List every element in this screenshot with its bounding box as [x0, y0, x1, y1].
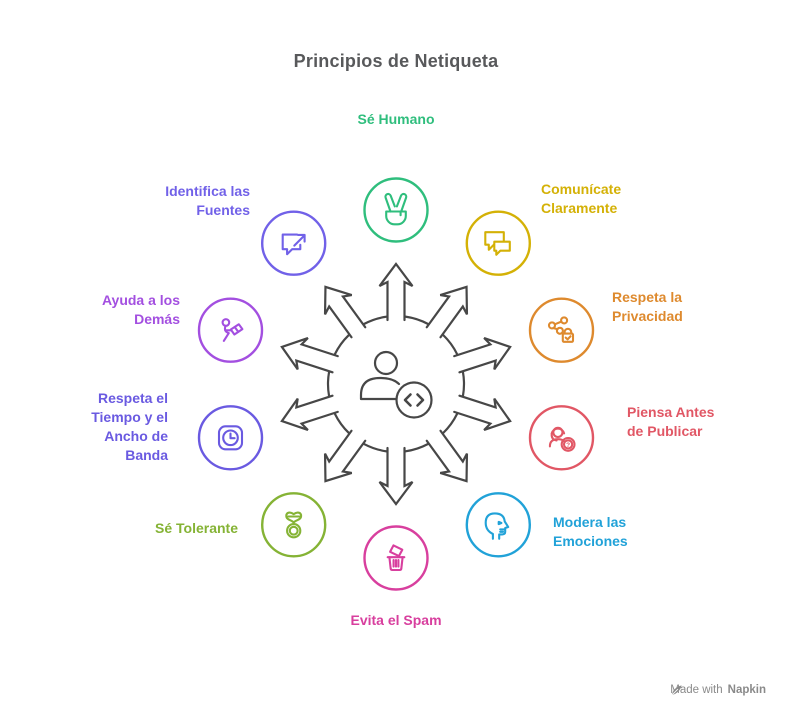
radial-arrow — [323, 285, 367, 339]
head-profile-icon — [484, 512, 510, 540]
ring-heart-icon — [285, 511, 303, 539]
watermark-brand: Napkin — [727, 684, 766, 696]
node-evita-el-spam — [363, 525, 429, 591]
share-lock-icon — [547, 316, 575, 343]
node-respeta-el-tiempo — [197, 405, 264, 471]
node-se-humano — [363, 177, 429, 243]
label-evita-el-spam: Evita el Spam — [350, 612, 442, 628]
radial-arrow — [378, 446, 414, 506]
label-se-humano: Sé Humano — [357, 111, 435, 127]
trash-paper-icon — [386, 544, 406, 572]
node-ayuda-a-los-demas — [197, 297, 264, 363]
radial-arrow — [280, 336, 339, 374]
hub-circle — [326, 314, 466, 454]
radial-arrow — [425, 285, 469, 339]
page-title: Principios de Netiqueta — [293, 51, 499, 71]
radial-arrow — [425, 429, 469, 483]
node-circle — [465, 492, 531, 558]
central-hub — [280, 262, 512, 506]
radial-arrow — [280, 394, 339, 432]
svg-text:?: ? — [566, 442, 570, 449]
label-identifica-las-fuentes: Identifica las Fuentes — [165, 183, 250, 218]
watermark-prefix: Made with — [670, 684, 723, 696]
node-se-tolerante — [261, 492, 327, 558]
node-circle — [363, 177, 429, 243]
node-modera-las-emociones — [465, 492, 531, 558]
clock-icon — [217, 425, 244, 451]
node-circle — [528, 405, 595, 471]
label-modera-las-emociones: Modera las Emociones — [553, 514, 628, 549]
label-respeta-el-tiempo: Respeta el Tiempo y el Ancho de Banda — [91, 390, 168, 463]
label-respeta-la-privacidad: Respeta la Privacidad — [612, 289, 683, 324]
node-circle — [528, 297, 595, 363]
node-comunicate-claramente — [465, 210, 531, 276]
node-piensa-antes-publicar: ? — [528, 405, 595, 471]
node-circle — [465, 210, 531, 276]
label-ayuda-a-los-demas: Ayuda a los Demás — [101, 292, 180, 327]
node-circle — [261, 492, 327, 558]
radial-arrow — [378, 262, 414, 322]
node-respeta-la-privacidad — [528, 297, 595, 363]
user-code-icon — [359, 350, 433, 419]
person-book-icon — [221, 318, 244, 342]
radial-arrow — [453, 336, 512, 374]
watermark: Made with Napkin — [670, 684, 766, 696]
label-piensa-antes-publicar: Piensa Antes de Publicar — [627, 404, 715, 439]
victory-hand-icon — [384, 192, 408, 226]
node-circle — [197, 405, 264, 471]
label-se-tolerante: Sé Tolerante — [155, 520, 238, 536]
person-question-icon: ? — [548, 426, 576, 452]
node-identifica-las-fuentes — [261, 210, 327, 276]
radial-arrow — [323, 429, 367, 483]
label-comunicate-claramente: Comunícate Claramente — [541, 181, 622, 216]
node-circle — [363, 525, 429, 591]
node-circle — [261, 210, 327, 276]
napkin-logo-icon — [671, 685, 682, 696]
chat-bubbles-icon — [484, 231, 511, 256]
radial-arrow — [453, 394, 512, 432]
chat-arrow-icon — [281, 233, 306, 256]
node-circle — [197, 297, 264, 363]
